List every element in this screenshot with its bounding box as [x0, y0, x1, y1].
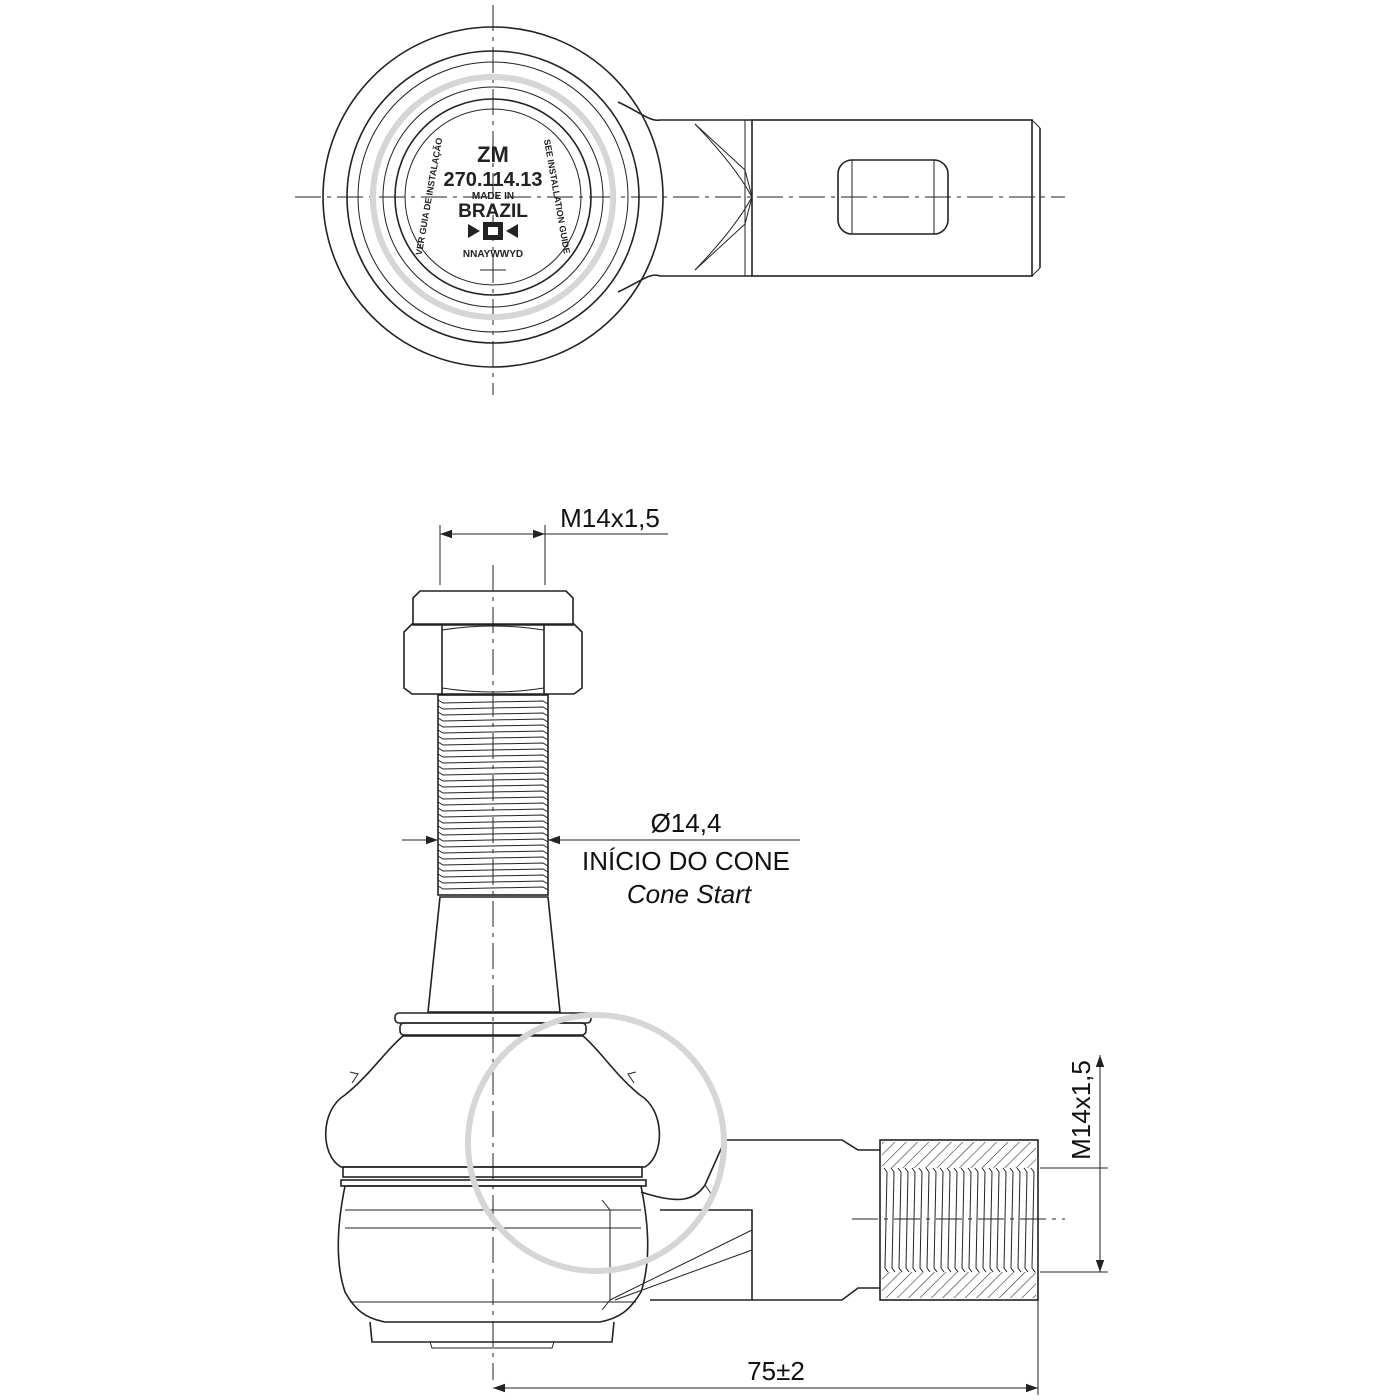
stud-thread-dimension: M14x1,5	[560, 503, 660, 533]
cap-country-text: BRAZIL	[458, 201, 528, 222]
cap-hammer-icon	[480, 264, 506, 276]
cap-date-code-text: NNAYWWYD	[463, 249, 523, 260]
side-view	[324, 565, 1065, 1380]
side-thread	[883, 1167, 1036, 1273]
top-view: ZM 270.114.13 MADE IN BRAZIL NNAYWWYD VE…	[295, 5, 1065, 395]
cap-brand-text: ZM	[477, 142, 509, 167]
cone-diameter-dimension: Ø14,4	[651, 808, 722, 838]
cap-made-in-text: MADE IN	[472, 191, 514, 202]
side-thread-dimension: M14x1,5	[1066, 1060, 1096, 1160]
cone-start-label-en: Cone Start	[627, 879, 753, 909]
cap-logo-icon	[468, 222, 518, 240]
stud-thread	[437, 699, 549, 891]
cap-ring-right-text: SEE INSTALLATION GUIDE	[542, 138, 572, 254]
cap-part-number-text: 270.114.13	[444, 169, 543, 191]
cap-ring-left-text: VER GUIA DE INSTALAÇÃO	[414, 137, 445, 256]
dimensions: M14x1,5 Ø14,4 INÍCIO DO CONE Cone Start …	[402, 503, 1108, 1395]
overall-length-dimension: 75±2	[747, 1356, 805, 1386]
cone-start-label-pt: INÍCIO DO CONE	[582, 846, 790, 876]
